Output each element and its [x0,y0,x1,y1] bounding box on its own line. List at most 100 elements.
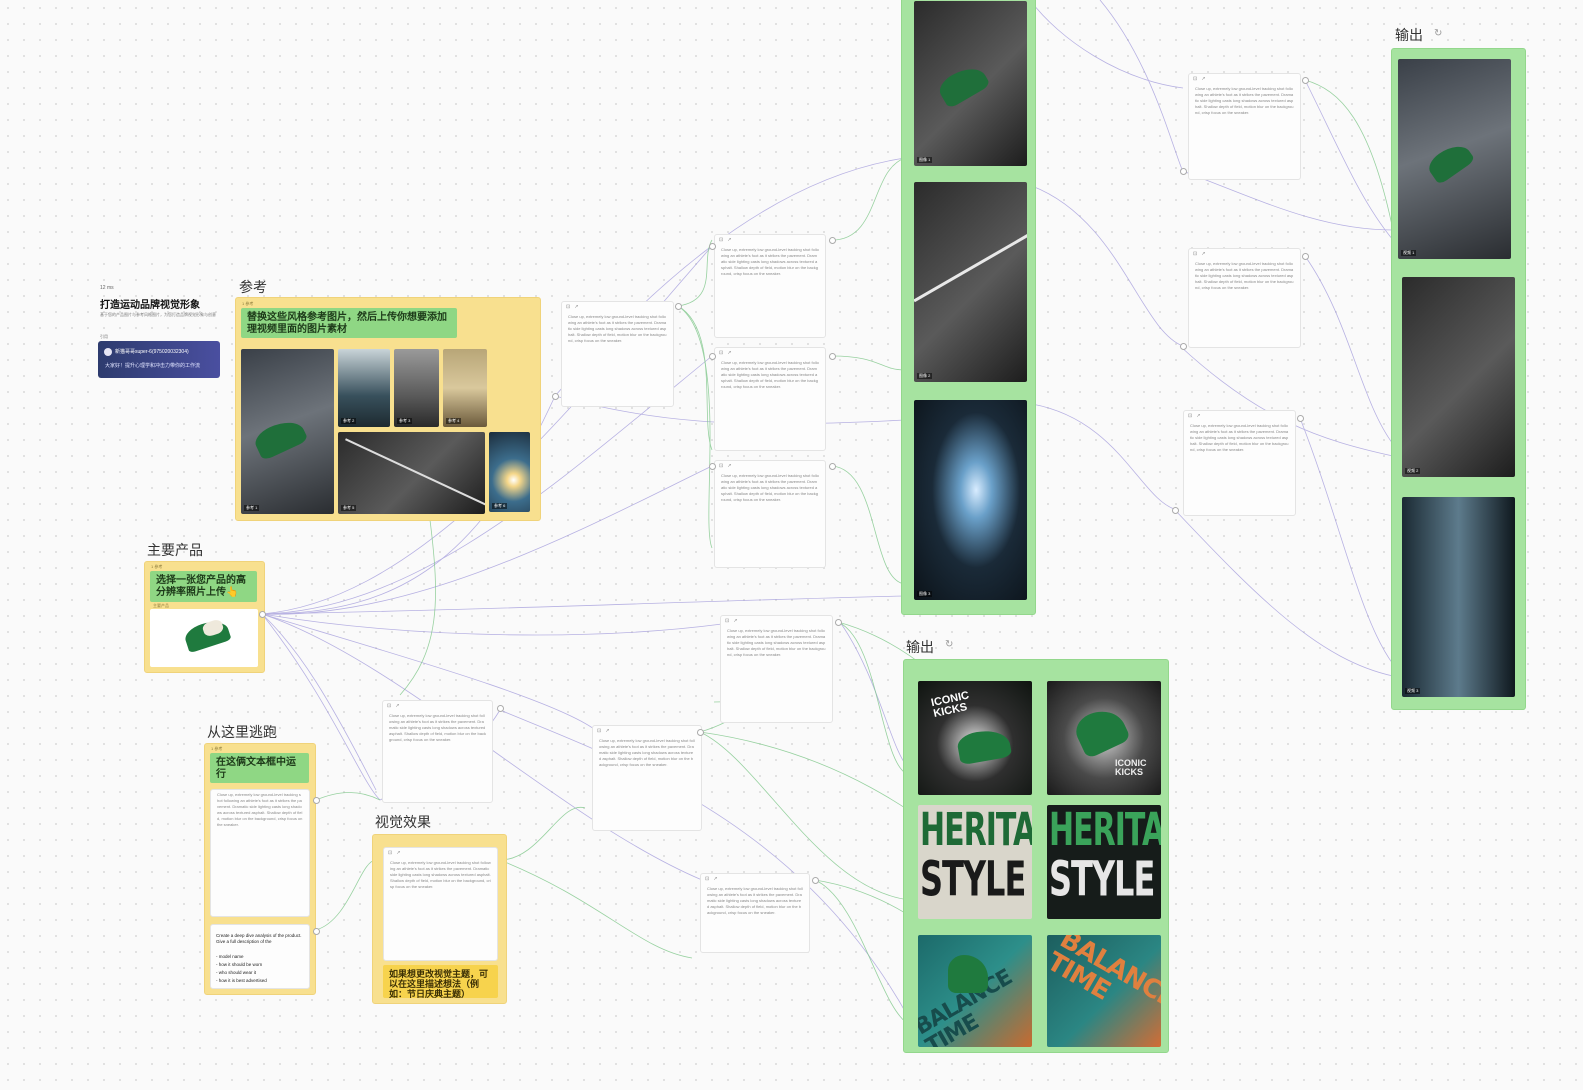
card-toolbar: ⊡↗ [701,874,809,884]
text-card-reference-analysis[interactable]: ⊡↗ Close up, extremely low ground-level … [561,301,674,407]
node-port[interactable] [835,619,842,626]
product-image[interactable] [150,609,258,667]
node-port[interactable] [1302,253,1309,260]
product-group[interactable]: 1 参考 选择一张您产品的高分辨率照片上传👆 主要产品 [144,561,265,673]
run-instruction-note: 在这俩文本框中运行 [210,753,309,783]
card-text: Close up, extremely low ground-level tra… [1190,423,1289,452]
run-group[interactable]: 1 参考 在这俩文本框中运行 Close up, extremely low g… [204,743,316,995]
text-card-video-1[interactable]: ⊡↗ Close up, extremely low ground-level … [1188,73,1301,180]
video-output-2[interactable]: 视频 2 [1402,277,1515,477]
poster-subline: STYLE [1049,850,1155,908]
text-card-video-2[interactable]: ⊡↗ Close up, extremely low ground-level … [1188,248,1301,348]
card-icon: ↗ [1201,76,1206,82]
refresh-icon[interactable]: ↻ [945,639,954,650]
text-card-video-3[interactable]: ⊡↗ Close up, extremely low ground-level … [1183,410,1296,516]
run-group-title: 从这里逃跑 [207,724,277,740]
node-port[interactable] [313,797,320,804]
court-line [345,438,485,508]
node-port[interactable] [259,611,266,618]
generated-image-column[interactable]: 图像 1 图像 2 图像 3 [901,0,1036,615]
node-port[interactable] [497,705,504,712]
refresh-icon[interactable]: ↻ [1434,28,1443,39]
card-text: Close up, extremely low ground-level tra… [721,473,819,502]
card-toolbar: ⊡↗ [715,348,825,358]
poster-balance-1[interactable]: BALANCE TIME [918,935,1032,1047]
visual-instruction-note: 如果想更改视觉主题，可以在这里描述想法（例如：节日庆典主题） [383,965,498,998]
node-port[interactable] [1172,507,1179,514]
text-card-shot-3[interactable]: ⊡↗ Close up, extremely low ground-level … [714,460,826,568]
node-port[interactable] [709,243,716,250]
video-output-3[interactable]: 视频 3 [1402,497,1515,697]
text-card-poster-1[interactable]: ⊡↗ Close up, extremely low ground-level … [592,725,702,831]
product-group-title: 主要产品 [147,542,203,558]
card-icon: ⊡ [1193,251,1198,257]
reference-image-1[interactable]: 参考 1 [241,349,334,514]
poster-heritage-1[interactable]: HERITAGE STYLE [918,805,1032,919]
card-icon: ⊡ [705,876,710,882]
video-output-title: 输出 [1395,27,1423,43]
text-card-shot-1[interactable]: ⊡↗ Close up, extremely low ground-level … [714,234,826,338]
sneaker-illustration [935,60,991,110]
generated-image-3[interactable]: 图像 3 [914,400,1027,600]
author-banner[interactable]: 新猫哥哥super-6(975020032304) 大家好！提升心理学和冲击力带… [98,341,220,378]
visual-group[interactable]: ⊡↗ Close up, extremely low ground-level … [372,834,507,1004]
node-port[interactable] [829,353,836,360]
card-icon: ↗ [733,618,738,624]
text-card-product-analysis[interactable]: ⊡↗ Close up, extremely low ground-level … [382,700,493,803]
analysis-text-card[interactable]: Close up, extremely low ground-level tra… [210,789,310,917]
reference-image-5[interactable]: 参考 5 [338,432,485,514]
card-toolbar: ⊡↗ [721,616,832,626]
poster-balance-2[interactable]: BALANCE TIME [1047,935,1161,1047]
card-icon: ↗ [1201,251,1206,257]
poster-heritage-2[interactable]: HERITAGE STYLE [1047,805,1161,919]
poster-headline: BALANCE TIME [1047,935,1161,1015]
node-port[interactable] [1180,343,1187,350]
card-toolbar: ⊡↗ [715,235,825,245]
visual-text-card[interactable]: ⊡↗ Close up, extremely low ground-level … [383,847,498,961]
reference-group[interactable]: 1 参考 替换这些风格参考图片，然后上传你想要添加理视频里面的图片素材 参考 1… [235,297,541,521]
node-port[interactable] [829,463,836,470]
poster-iconic-2[interactable]: ICONIC KICKS [1047,681,1161,795]
card-icon: ⊡ [719,237,724,243]
video-output-1[interactable]: 视频 1 [1398,59,1511,259]
generated-image-1[interactable]: 图像 1 [914,1,1027,166]
node-port[interactable] [709,463,716,470]
card-toolbar: ⊡↗ [715,461,825,471]
generated-image-2[interactable]: 图像 2 [914,182,1027,382]
node-port[interactable] [1297,415,1304,422]
sneaker-illustration [948,955,988,993]
node-port[interactable] [709,353,716,360]
poster-iconic-1[interactable]: ICONIC KICKS [918,681,1032,795]
image-label: 图像 3 [917,591,933,597]
product-instruction-note: 选择一张您产品的高分辨率照片上传👆 [150,571,257,602]
card-text: Close up, extremely low ground-level tra… [721,360,819,389]
text-card-visual-concept[interactable]: ⊡↗ Close up, extremely low ground-level … [720,615,833,723]
node-port[interactable] [675,303,682,310]
poster-headline: HERITAGE [1049,805,1161,857]
node-port[interactable] [812,877,819,884]
reference-image-4[interactable]: 参考 4 [443,349,487,427]
node-port[interactable] [829,237,836,244]
card-text: Close up, extremely low ground-level tra… [707,886,803,915]
reference-image-2[interactable]: 参考 2 [338,349,390,427]
video-output-group[interactable]: 视频 1 视频 2 视频 3 [1391,48,1526,710]
reference-image-3[interactable]: 参考 3 [394,349,439,427]
card-icon: ↗ [727,463,732,469]
node-port[interactable] [313,928,320,935]
prompt-line-5: - how it is best advertised [216,978,267,983]
reference-image-6[interactable]: 参考 6 [489,432,530,512]
product-image-label: 主要产品 [153,603,169,608]
node-port[interactable] [1302,77,1309,84]
text-card-shot-2[interactable]: ⊡↗ Close up, extremely low ground-level … [714,347,826,451]
card-icon: ↗ [574,304,579,310]
card-icon: ↗ [1196,413,1201,419]
poster-output-group[interactable]: ICONIC KICKS ICONIC KICKS HERITAGE STYLE… [903,659,1169,1053]
text-card-poster-2[interactable]: ⊡↗ Close up, extremely low ground-level … [700,873,810,953]
prompt-card[interactable]: Create a deep dive analysis of the produ… [210,924,310,989]
node-port[interactable] [552,393,559,400]
sidebar-small-label: 12 ms [100,285,114,291]
node-port[interactable] [1180,168,1187,175]
node-port[interactable] [697,729,704,736]
poster-subline: STYLE [920,850,1026,908]
card-icon: ⊡ [387,703,392,709]
